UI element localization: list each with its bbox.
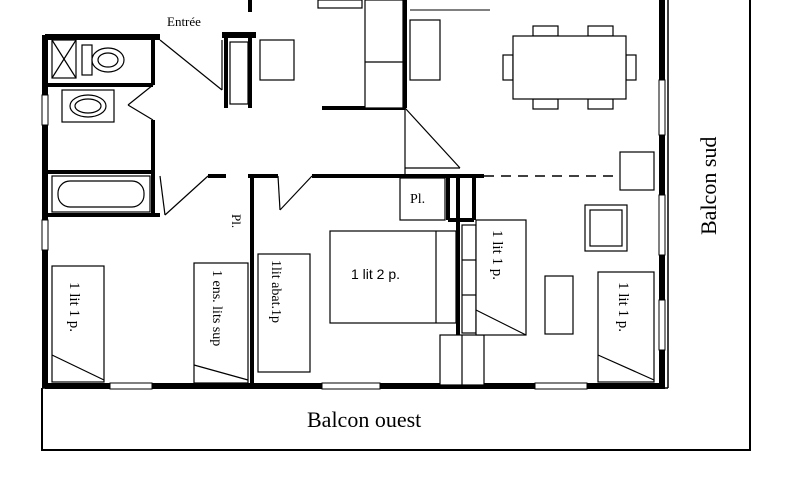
bathtub-icon — [51, 175, 151, 213]
balcon-ouest-label: Balcon ouest — [307, 407, 421, 432]
bathroom-fixtures — [51, 39, 151, 213]
placard-room-label: Pl. — [410, 192, 425, 207]
balcon-sud-label: Balcon sud — [696, 137, 721, 235]
bed-left-label: 1 lit 1 p. — [66, 282, 82, 332]
beds — [51, 219, 655, 384]
bed-left — [51, 265, 105, 383]
low-table — [544, 275, 574, 335]
toilet-icon — [81, 44, 125, 76]
bed-extra — [193, 262, 249, 384]
bed-double — [329, 230, 457, 324]
interior-walls — [48, 0, 484, 386]
beds-extra-label: 1 ens. lits sup — [209, 270, 224, 346]
bed-double-label: 1 lit 2 p. — [351, 266, 400, 282]
cupboards — [229, 0, 490, 109]
bed-right-label: 1 lit 1 p. — [615, 282, 631, 332]
bed-folding — [257, 253, 311, 373]
door-swings — [127, 39, 461, 216]
windows — [41, 79, 666, 390]
bed-middle-label: 1 lit 1 p. — [489, 230, 505, 280]
storage-units — [399, 177, 485, 386]
bed-right — [597, 271, 655, 383]
dining-table — [502, 25, 637, 110]
bed-folding-label: 1lit abat.1p — [268, 260, 283, 323]
washbasin-icon — [61, 89, 115, 123]
side-table — [619, 151, 655, 191]
bed-middle — [475, 219, 527, 336]
entree-label: Entrée — [167, 14, 201, 29]
placard-hall-label: Pl. — [229, 214, 244, 228]
living-furniture — [544, 151, 655, 335]
